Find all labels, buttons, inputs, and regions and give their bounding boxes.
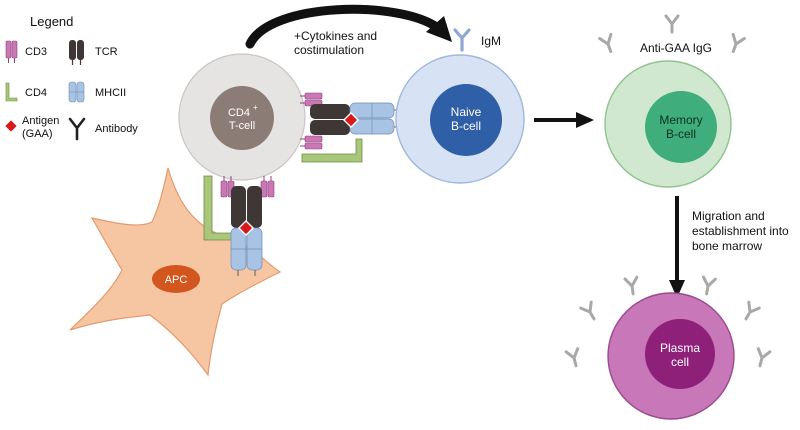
tcell-label-line1: CD4 (228, 107, 250, 119)
memory-bcell-label-line1: Memory (659, 113, 702, 127)
secreted-antibody-icon-5 (564, 347, 584, 369)
apc-nucleus (152, 265, 200, 293)
cd4-tcell: CD4 + T-cell (178, 53, 306, 181)
memory-bcell: Memory B-cell (604, 60, 732, 188)
legend-title: Legend (30, 14, 73, 29)
igg-antibody-icon-3 (726, 32, 746, 56)
igg-antibody-icon-2 (598, 32, 618, 56)
cd3-marker-right-bottom (300, 135, 323, 150)
tcell-label-line2: T-cell (229, 120, 255, 132)
igg-antibody-icon-1 (664, 14, 680, 34)
mhcii-legend-label: MHCII (95, 87, 126, 99)
igm-label: IgM (481, 34, 501, 48)
antigen-legend-icon (5, 120, 17, 132)
migration-label-line1: Migration and (692, 209, 765, 223)
tcr-legend-icon (69, 40, 84, 65)
cd3-legend-icon (5, 40, 18, 63)
naive-bcell-label-line1: Naive (451, 105, 482, 119)
memory-bcell-nucleus (645, 91, 717, 163)
cytokines-label-line1: +Cytokines and (294, 29, 377, 43)
tcell-nucleus (210, 86, 274, 150)
antibody-legend-icon (68, 117, 86, 141)
memory-bcell-label-line2: B-cell (666, 127, 696, 141)
cd4-legend-icon (5, 82, 18, 102)
plasma-cell-label-line2: cell (671, 355, 689, 369)
secreted-antibody-icon-2 (699, 275, 717, 297)
cd3-marker-bottom-left (220, 176, 235, 198)
cd3-legend-label: CD3 (25, 46, 47, 58)
secreted-antibody-icon-4 (739, 300, 761, 324)
secreted-antibody-icon-6 (752, 347, 772, 369)
antibody-legend-label: Antibody (95, 123, 138, 135)
secreted-antibody-icon-1 (623, 275, 641, 297)
cd3-marker-bottom-right (260, 176, 275, 198)
legend: Legend CD3 TCR CD4 MHCII (5, 14, 138, 141)
cd4-legend-label: CD4 (25, 87, 47, 99)
migration-label-line2: establishment into (692, 224, 789, 238)
plasma-cell-nucleus (645, 319, 715, 389)
antigen-bottom (237, 219, 255, 237)
tcr-bottom (231, 186, 262, 228)
tcr-right (310, 104, 350, 135)
naive-bcell-nucleus (430, 84, 502, 156)
apc-label: APC (165, 274, 188, 286)
migration-arrow (669, 196, 685, 298)
antigen-legend-label-line1: Antigen (22, 115, 59, 127)
cytokines-label-line2: costimulation (294, 43, 364, 57)
mhcii-legend-icon (68, 81, 85, 103)
naive-bcell-label-line2: B-cell (451, 119, 481, 133)
antigen-right (342, 111, 360, 129)
tcell-apc-synapse (203, 175, 275, 276)
activation-arrow (534, 112, 594, 128)
antigen-legend-label-line2: (GAA) (22, 128, 53, 140)
tcell-bcell-synapse (300, 92, 400, 163)
tcr-legend-label: TCR (95, 46, 118, 58)
cd4-right (301, 138, 363, 163)
anti-gaa-igg-label: Anti-GAA IgG (640, 41, 712, 55)
cytokines-arrow (245, 4, 452, 49)
plasma-cell-label-line1: Plasma (660, 341, 700, 355)
igm-receptor-icon (453, 28, 471, 52)
mhcii-right (349, 102, 400, 135)
migration-label-line3: bone marrow (692, 239, 762, 253)
tcell-label-superscript: + (253, 103, 258, 112)
plasma-cell: Plasma cell (607, 292, 735, 420)
naive-bcell: Naive B-cell IgM (395, 28, 525, 184)
mhcii-bottom (230, 227, 263, 276)
secreted-antibody-icon-3 (579, 300, 601, 324)
